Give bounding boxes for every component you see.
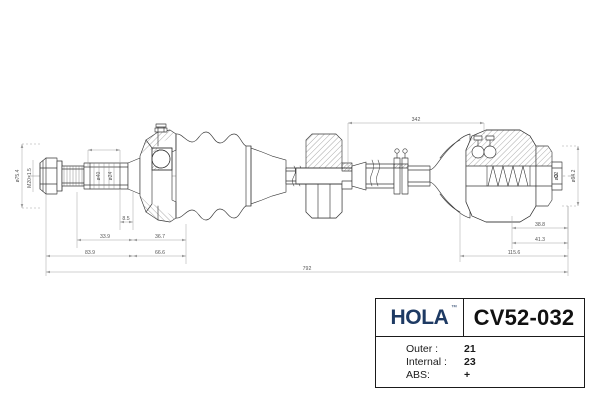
dim-text-41-3: 41.3 xyxy=(535,237,545,243)
spec-label-abs: ABS: xyxy=(406,368,430,381)
dim-text-spline-b: ø24 xyxy=(108,171,114,180)
dim-text-342: 342 xyxy=(412,117,421,123)
right-detail xyxy=(554,174,558,178)
spec-row-abs: ABS: + xyxy=(406,369,476,382)
spec-value-abs: + xyxy=(464,368,471,381)
spec-value-internal: 23 xyxy=(464,355,476,368)
brand-logo-text: HOLA xyxy=(390,305,449,329)
inner-tripod-joint xyxy=(465,129,537,223)
abs-tone-ring xyxy=(393,148,409,195)
rubber-boot-outer xyxy=(175,131,287,221)
dim-8-5 xyxy=(119,190,134,230)
dim-right-diameter xyxy=(562,145,580,207)
dim-text-right-diameter: ø94.2 xyxy=(571,169,577,182)
dim-top-span xyxy=(347,121,485,170)
dim-left-chain xyxy=(76,192,187,248)
dim-left-diameter xyxy=(20,143,40,209)
spec-table-cell: Outer : 21 Internal : 23 ABS: + xyxy=(376,337,584,387)
dim-text-36-7: 36.7 xyxy=(155,234,165,240)
part-number-text: CV52-032 xyxy=(473,304,575,330)
dim-text-66-6: 66.6 xyxy=(155,250,165,256)
spec-label-internal: Internal : xyxy=(406,355,447,368)
spec-row-internal: Internal : 23 xyxy=(406,356,476,369)
dim-spline-diameters xyxy=(87,148,121,166)
dim-38-8 xyxy=(511,216,568,234)
dim-left-base xyxy=(45,194,187,276)
dim-text-115-6: 115.6 xyxy=(508,250,521,256)
trademark-icon: ™ xyxy=(451,305,457,311)
dimension-text: 33.9 36.7 83.9 66.6 8.5 792 342 38.8 41.… xyxy=(15,117,577,272)
dim-41-3 xyxy=(511,206,569,249)
shaft-taper-left xyxy=(127,157,141,195)
title-block: HOLA ™ CV52-032 Outer : 21 Internal : 23 xyxy=(375,298,585,388)
spec-table: Outer : 21 Internal : 23 ABS: + xyxy=(406,343,476,382)
spring xyxy=(486,165,531,187)
dim-text-8-5: 8.5 xyxy=(122,216,129,222)
dim-text-38-8: 38.8 xyxy=(535,222,545,228)
dim-115-6 xyxy=(459,212,568,262)
dim-text-83-9: 83.9 xyxy=(85,250,95,256)
dim-text-left-thread: M20×1.5 xyxy=(27,168,33,188)
title-block-header: HOLA ™ CV52-032 xyxy=(376,299,584,337)
dim-text-left-diameter: ø75.4 xyxy=(15,169,21,182)
outer-cv-joint xyxy=(139,123,177,223)
splined-stub xyxy=(83,162,129,190)
spec-row-outer: Outer : 21 xyxy=(406,343,476,356)
washer-flange xyxy=(56,160,63,192)
dim-text-spline-a: ø40 xyxy=(96,171,102,180)
dim-text-33-9: 33.9 xyxy=(100,234,110,240)
dimension-lines xyxy=(20,121,580,276)
spec-value-outer: 21 xyxy=(464,342,476,355)
hex-nut xyxy=(39,157,58,195)
dim-text-overall-792: 792 xyxy=(303,266,312,272)
threaded-stub-shaft xyxy=(61,165,85,187)
brand-logo-cell: HOLA ™ xyxy=(376,299,464,336)
center-support-bearing xyxy=(295,133,353,219)
spec-label-outer: Outer : xyxy=(406,342,439,355)
shaft-to-inner-joint xyxy=(407,165,431,187)
part-number-cell: CV52-032 xyxy=(464,299,584,336)
dim-text-right-small: ø22 xyxy=(554,171,560,180)
rubber-boot-inner xyxy=(429,133,471,219)
intermediate-shaft-right xyxy=(351,159,395,191)
